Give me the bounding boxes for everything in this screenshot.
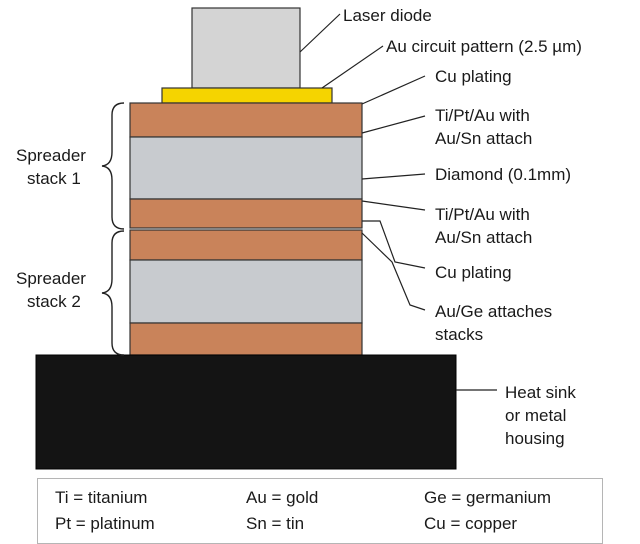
label-spreader-stack-1-line1: Spreader	[16, 146, 86, 165]
label-heat-sink-line2: or metal	[505, 406, 567, 425]
leader-au-ge	[361, 232, 426, 311]
label-spreader-stack-2-line2: stack 2	[27, 292, 81, 311]
label-au-ge-line1: Au/Ge attaches	[435, 302, 553, 321]
leader-diamond	[361, 173, 426, 180]
label-au-circuit-pattern: Au circuit pattern (2.5 µm)	[386, 37, 582, 56]
leader-ti-pt-au-bottom	[361, 200, 426, 211]
legend-box: Ti = titanium Pt = platinum Au = gold Sn…	[37, 478, 603, 544]
spreader-stack-2-brace	[101, 230, 125, 356]
cu-plating-layer-bottom	[129, 322, 363, 356]
cu-plating-layer-mid-2	[129, 229, 363, 261]
label-laser-diode: Laser diode	[343, 6, 432, 25]
diamond-layer-bottom	[129, 259, 363, 324]
au-circuit-pattern-layer	[161, 87, 333, 104]
label-heat-sink-line3: housing	[505, 429, 565, 448]
label-ti-pt-au-top-line1: Ti/Pt/Au with	[435, 106, 530, 125]
legend-au: Au = gold	[246, 488, 319, 507]
legend-pt: Pt = platinum	[55, 514, 155, 533]
label-spreader-stack-2-line1: Spreader	[16, 269, 86, 288]
label-spreader-stack-1-line2: stack 1	[27, 169, 81, 188]
cu-plating-layer-top	[129, 102, 363, 138]
legend-sn: Sn = tin	[246, 514, 305, 533]
legend-ge: Ge = germanium	[424, 488, 552, 507]
label-cu-plating-top: Cu plating	[435, 67, 512, 86]
label-diamond: Diamond (0.1mm)	[435, 165, 572, 184]
heat-sink-block	[35, 354, 457, 470]
leader-laser-diode	[299, 13, 341, 53]
leader-cu-plating-top	[361, 75, 426, 105]
legend-cu: Cu = copper	[424, 514, 518, 533]
label-cu-plating-bottom: Cu plating	[435, 263, 512, 282]
label-ti-pt-au-bottom-line1: Ti/Pt/Au with	[435, 205, 530, 224]
label-au-ge-line2: stacks	[435, 325, 484, 344]
label-heat-sink-line1: Heat sink	[505, 383, 576, 402]
leader-au-circuit	[321, 45, 384, 89]
diamond-layer-top	[129, 136, 363, 200]
leader-cu-plating-bottom	[362, 220, 426, 269]
leader-ti-pt-au-top	[361, 115, 426, 134]
laser-diode-block	[191, 7, 301, 89]
spreader-stack-1-brace	[101, 102, 125, 230]
label-ti-pt-au-top-line2: Au/Sn attach	[435, 129, 533, 148]
cu-plating-layer-mid-1	[129, 198, 363, 229]
leader-lines	[299, 13, 497, 391]
legend-ti: Ti = titanium	[55, 488, 148, 507]
label-ti-pt-au-bottom-line2: Au/Sn attach	[435, 228, 533, 247]
